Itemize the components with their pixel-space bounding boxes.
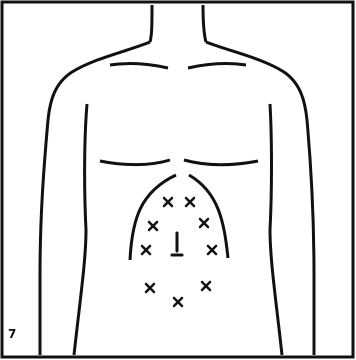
right-shoulder-arm-outline (206, 42, 314, 355)
right-chest-line (184, 160, 258, 165)
left-shoulder-arm-outline (40, 42, 150, 355)
injection-site-mark (164, 198, 172, 206)
injection-site-mark (186, 198, 194, 206)
neck-right-line (203, 5, 206, 42)
right-collarbone (188, 64, 246, 68)
injection-site-mark (149, 222, 157, 230)
rib-cage-left-arch (130, 175, 176, 260)
injection-sites (142, 198, 216, 306)
injection-site-mark (200, 219, 208, 227)
injection-site-mark (208, 246, 216, 254)
left-chest-line (100, 160, 170, 165)
neck-left-line (150, 5, 152, 42)
left-collarbone (110, 64, 168, 68)
injection-site-mark (146, 284, 154, 292)
left-inner-arm-line (74, 104, 87, 355)
injection-site-mark (202, 282, 210, 290)
right-inner-arm-line (270, 104, 282, 355)
injection-site-mark (174, 298, 182, 306)
figure-number: 7 (8, 328, 16, 340)
injection-site-mark (142, 246, 150, 254)
